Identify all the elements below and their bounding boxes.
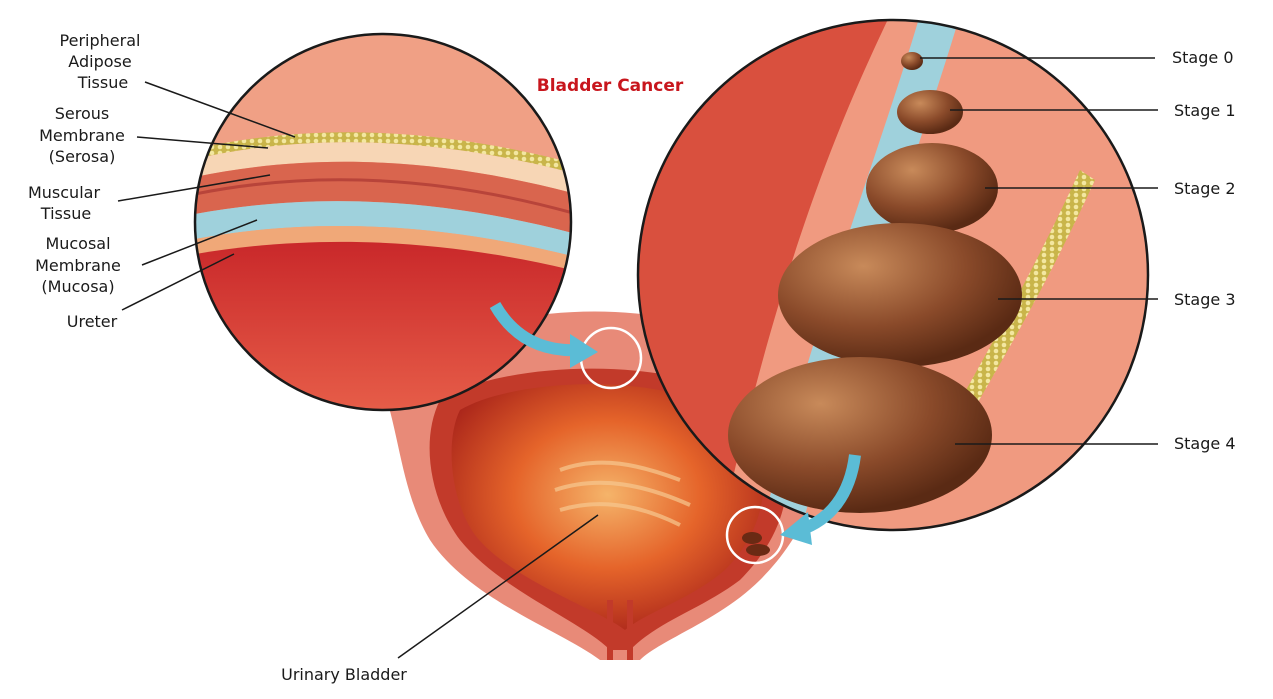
svg-text:Stage 2: Stage 2: [1174, 179, 1236, 198]
tumor-stage-0: [901, 52, 923, 70]
stage-label-2: Stage 2: [985, 179, 1236, 198]
stage-label-3: Stage 3: [998, 290, 1236, 309]
stage-label-1: Stage 1: [950, 101, 1236, 120]
tumor-stages-magnified-view: [636, 18, 1150, 532]
tumor-stage-1: [897, 90, 963, 134]
stage-label-0: Stage 0: [920, 48, 1234, 67]
layer-label-ureter: Ureter: [67, 253, 235, 331]
arrow-icon: [489, 301, 581, 357]
tumor-stage-3: [778, 223, 1022, 367]
organ-label-urinary-bladder: Urinary Bladder: [281, 514, 599, 684]
svg-text:Stage 1: Stage 1: [1174, 101, 1236, 120]
wall-layers-magnified-view: [193, 32, 573, 412]
svg-text:Stage 4: Stage 4: [1174, 434, 1236, 453]
stage-label-4: Stage 4: [955, 434, 1236, 453]
svg-text:Ureter: Ureter: [67, 312, 118, 331]
tumor-stage-2: [866, 143, 998, 233]
svg-text:Stage 0: Stage 0: [1172, 48, 1234, 67]
svg-text:Stage 3: Stage 3: [1174, 290, 1236, 309]
svg-text:Urinary Bladder: Urinary Bladder: [281, 665, 407, 684]
diagram-title: Bladder Cancer: [537, 76, 684, 96]
tumor-stage-4: [728, 357, 992, 513]
